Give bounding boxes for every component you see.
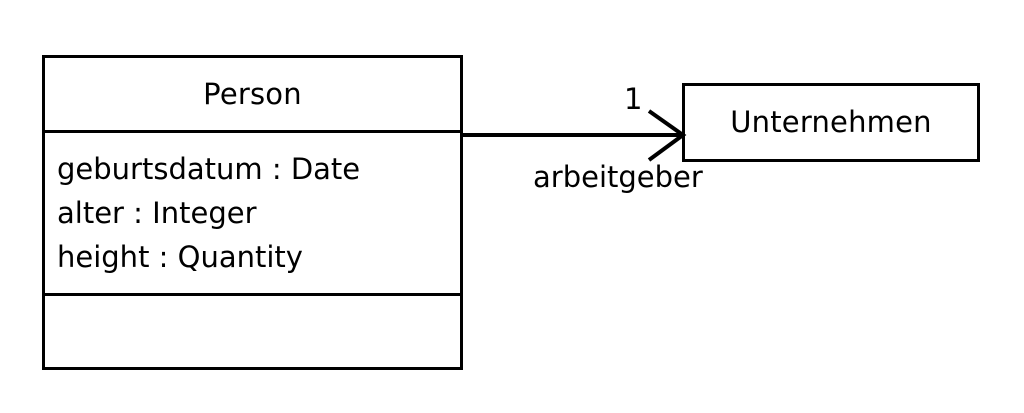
open-arrowhead-icon [647,109,687,162]
class-operations-compartment-person [45,293,460,367]
association-multiplicity-label: 1 [624,82,643,116]
class-name-compartment-unternehmen: Unternehmen [685,86,977,159]
association-role-label: arbeitgeber [533,160,703,194]
attribute-row: height : Quantity [57,240,303,274]
attribute-row: geburtsdatum : Date [57,152,361,186]
class-box-unternehmen[interactable]: Unternehmen [682,83,980,162]
attribute-row: alter : Integer [57,196,257,230]
class-name-unternehmen: Unternehmen [730,105,932,139]
class-box-person[interactable]: Person geburtsdatum : Date alter : Integ… [42,55,463,370]
class-name-compartment-person: Person [45,58,460,130]
class-attributes-compartment-person: geburtsdatum : Date alter : Integer heig… [45,130,460,293]
class-name-person: Person [203,76,302,111]
